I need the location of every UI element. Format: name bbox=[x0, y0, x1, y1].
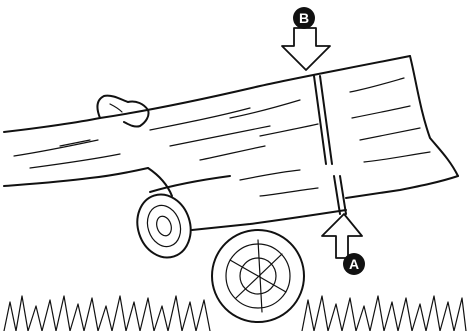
badge-b: B bbox=[293, 7, 315, 29]
saw-kerf bbox=[313, 75, 347, 215]
grass-ground bbox=[3, 295, 467, 331]
arrow-a-up bbox=[321, 213, 363, 259]
support-log bbox=[211, 229, 305, 323]
badge-a: A bbox=[343, 253, 365, 275]
branch-stub bbox=[96, 94, 150, 128]
main-log bbox=[3, 55, 459, 231]
svg-text:B: B bbox=[299, 10, 309, 26]
svg-text:A: A bbox=[349, 256, 359, 272]
arrow-b-down bbox=[281, 27, 331, 71]
lower-log bbox=[136, 167, 231, 259]
